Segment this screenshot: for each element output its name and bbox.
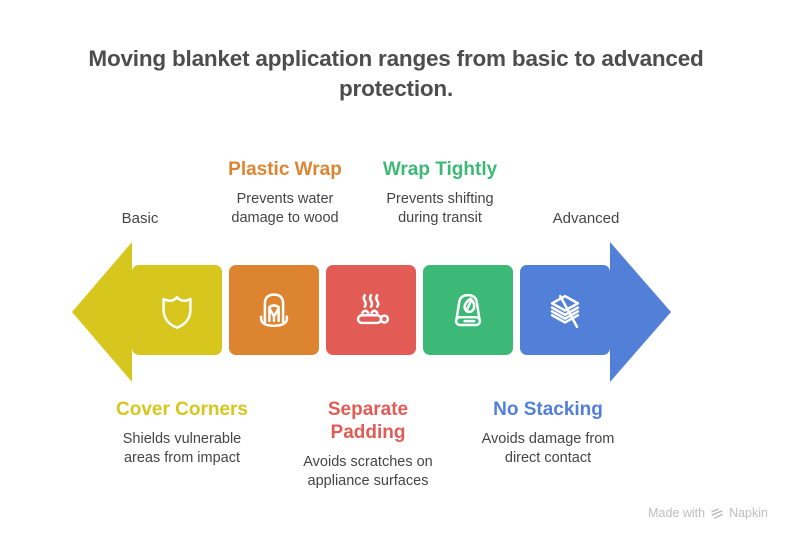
- step-label-cover-corners: Cover Corners Shields vulnerable areas f…: [92, 398, 272, 468]
- step-title: Plastic Wrap: [228, 159, 342, 180]
- blanket-leaf-icon: [445, 287, 491, 333]
- step-square-no-stacking: [520, 265, 610, 355]
- made-with-text: Made with: [648, 506, 706, 520]
- scale-label-basic: Basic: [121, 210, 159, 227]
- left-arrow-head: [72, 242, 132, 382]
- step-label-plastic-wrap: Plastic Wrap Prevents water damage to wo…: [195, 158, 375, 228]
- step-label-wrap-tightly: Wrap Tightly Prevents shifting during tr…: [350, 158, 530, 228]
- step-label-no-stacking: No Stacking Avoids damage from direct co…: [458, 398, 638, 468]
- napkin-logo-icon: [710, 507, 724, 520]
- step-description: Avoids scratches on appliance surfaces: [303, 454, 433, 489]
- shield-icon: [154, 287, 200, 333]
- step-description: Prevents shifting during transit: [386, 191, 494, 226]
- step-title: Wrap Tightly: [382, 159, 498, 180]
- step-square-separate-padding: [326, 265, 416, 355]
- napkin-brand-text: Napkin: [729, 506, 768, 520]
- page-title: Moving blanket application ranges from b…: [88, 46, 704, 101]
- car-seat-icon: [251, 287, 297, 333]
- step-description: Shields vulnerable areas from impact: [122, 431, 242, 466]
- step-title: Separate Padding: [327, 399, 409, 443]
- step-title: Cover Corners: [116, 399, 248, 420]
- step-label-separate-padding: Separate Padding Avoids scratches on app…: [278, 398, 458, 491]
- step-square-wrap-tightly: [423, 265, 513, 355]
- layers-slash-icon: [542, 287, 588, 333]
- right-arrow-head: [610, 242, 671, 382]
- made-with-napkin-credit: Made with Napkin: [648, 506, 768, 520]
- step-description: Prevents water damage to wood: [231, 191, 339, 226]
- step-square-plastic-wrap: [229, 265, 319, 355]
- step-square-cover-corners: [132, 265, 222, 355]
- steam-lounge-icon: [348, 287, 394, 333]
- scale-label-advanced: Advanced: [552, 210, 620, 227]
- step-title: No Stacking: [493, 399, 603, 420]
- step-description: Avoids damage from direct contact: [481, 431, 615, 466]
